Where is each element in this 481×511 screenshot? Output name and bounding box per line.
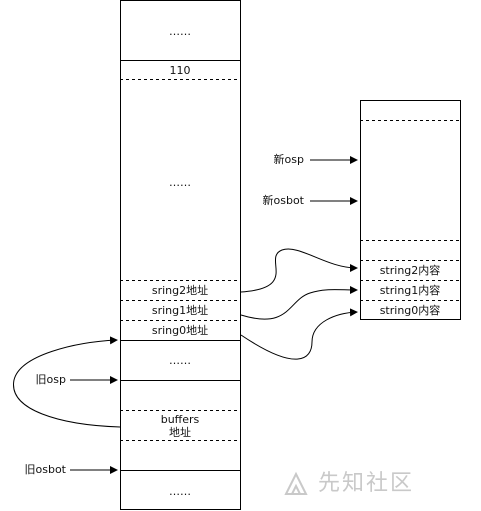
left-bottom-ellipsis: …… [169,485,191,498]
sring0-to-string0-arrow [240,308,358,360]
new-osp-label: 新osp [273,153,304,166]
left-top-ellipsis: …… [169,25,191,38]
right-stack [360,100,461,320]
watermark-text: 先知社区 [318,471,415,496]
watermark-logo-icon [284,471,308,495]
buffers-address-label: 地址 [169,426,191,439]
left-ellipsis-after: …… [169,354,191,367]
left-stack-frame [120,0,241,510]
value-110-label: 110 [169,64,191,77]
old-osbot-label: 旧osbot [24,463,67,476]
new-osbot-label: 新osbot [262,194,305,207]
sring1-address-label: sring1地址 [151,304,209,317]
string0-content-label: string0内容 [379,304,441,317]
watermark: 先知社区 [282,464,472,504]
sring1-to-string1-arrow [240,285,358,320]
sring0-address-label: sring0地址 [151,324,209,337]
sring2-address-label: sring2地址 [151,284,209,297]
right-stack-frame [360,100,461,320]
left-mid-ellipsis: …… [169,176,191,189]
left-stack [120,0,241,510]
buffers-label: buffers [160,413,200,426]
string2-content-label: string2内容 [379,264,441,277]
old-osp-label: 旧osp [35,373,66,386]
sring2-to-string2-arrow [240,248,358,293]
buffers-to-sring0-arrow [13,336,121,428]
string1-content-label: string1内容 [379,284,441,297]
